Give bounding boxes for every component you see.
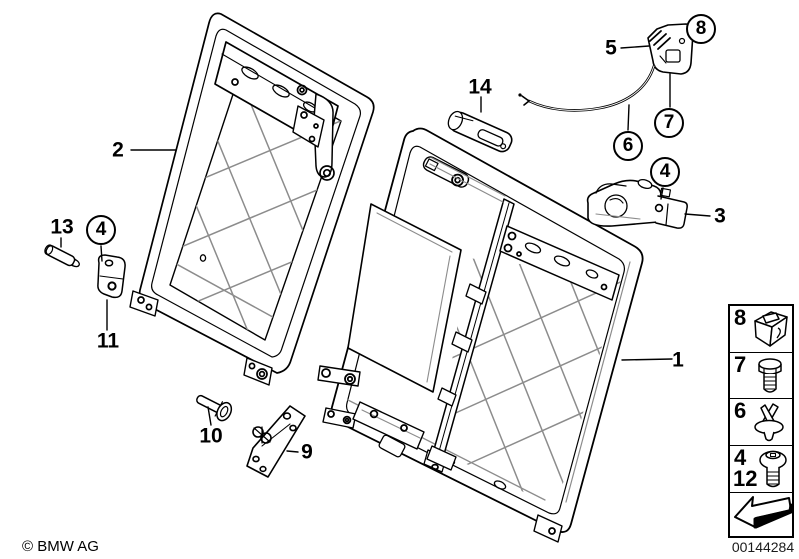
callout-9[interactable]: 9: [301, 440, 313, 464]
legend-label-8[interactable]: 8: [734, 305, 747, 330]
legend-label-12[interactable]: 12: [733, 466, 758, 491]
cage-nut-icon: [754, 311, 788, 347]
legend-row-4-12[interactable]: 4 12: [730, 446, 792, 493]
backrest-frame-left-part2: [129, 12, 375, 386]
callout-10[interactable]: 10: [199, 424, 223, 448]
callout-14[interactable]: 14: [468, 75, 492, 99]
legend-label-7[interactable]: 7: [734, 352, 747, 377]
hex-bolt-icon: [758, 358, 782, 393]
bracket-part9: [246, 405, 306, 478]
callout-circle-6[interactable]: 6: [613, 131, 643, 161]
callout-3[interactable]: 3: [714, 204, 726, 228]
latch-part3: [586, 178, 688, 229]
diagram-number: 00144284: [731, 539, 795, 555]
callout-5[interactable]: 5: [605, 36, 617, 60]
callout-11[interactable]: 11: [96, 329, 120, 353]
copyright-text: © BMW AG: [22, 538, 99, 555]
legend-label-6[interactable]: 6: [734, 398, 747, 423]
callout-circle-8[interactable]: 8: [686, 14, 716, 44]
callout-circle-4-left[interactable]: 4: [86, 215, 116, 245]
direction-arrow-icon: [734, 496, 793, 529]
leader-lines: [60, 45, 711, 453]
backrest-frame-right-part1: [317, 127, 644, 543]
legend-direction-row: [730, 493, 793, 536]
legend-row-7[interactable]: 7: [730, 353, 792, 399]
callout-1[interactable]: 1: [672, 348, 684, 372]
callout-circle-4-right[interactable]: 4: [650, 157, 680, 187]
pin-part13: [44, 244, 80, 268]
legend-row-8[interactable]: 8: [730, 306, 792, 353]
callout-circle-7[interactable]: 7: [654, 108, 684, 138]
legend-row-6[interactable]: 6: [730, 399, 792, 446]
expanding-rivet-icon: [754, 403, 784, 442]
legend-label-4[interactable]: 4: [734, 445, 747, 470]
release-handle-part14: [447, 110, 513, 153]
bolt-part10: [196, 394, 233, 422]
callout-13[interactable]: 13: [50, 215, 74, 239]
round-head-screw-icon: [759, 450, 787, 488]
callout-2[interactable]: 2: [112, 138, 124, 162]
lock-part5-with-bowden-cable: [518, 23, 694, 112]
fastener-legend: 8 7 6 4 12: [728, 304, 794, 538]
